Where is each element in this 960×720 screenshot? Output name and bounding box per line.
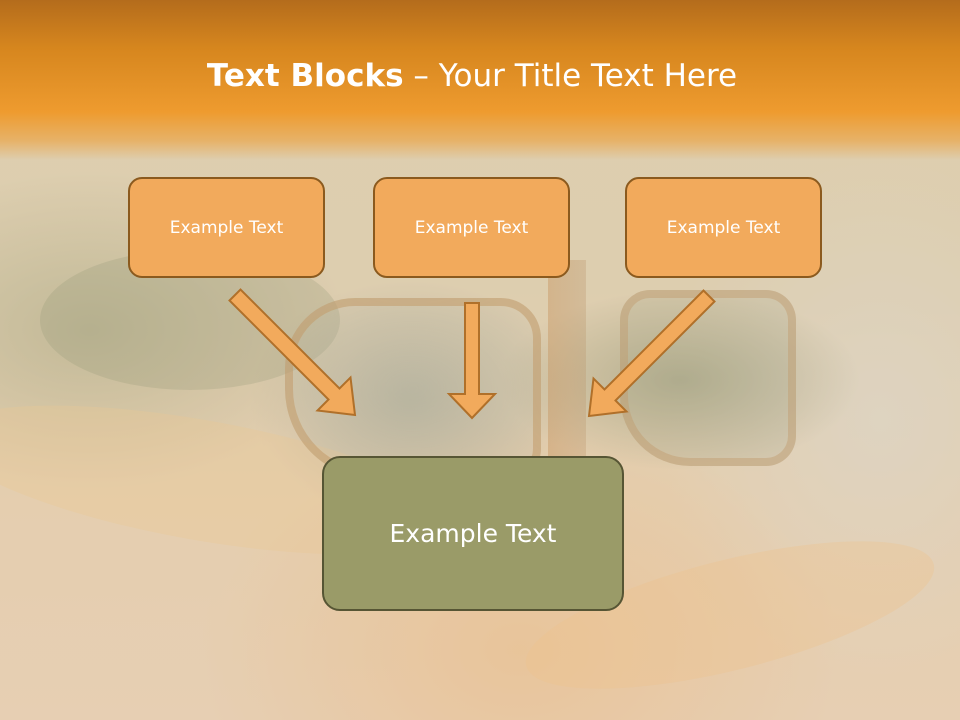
main-text-block: Example Text	[322, 456, 624, 611]
text-block-3-label: Example Text	[666, 217, 781, 238]
main-text-block-label: Example Text	[389, 519, 557, 548]
text-block-3: Example Text	[625, 177, 822, 278]
title-bold: Text Blocks	[206, 58, 404, 94]
arrow-left	[228, 288, 357, 417]
slide-title: Text Blocks – Your Title Text Here	[0, 54, 944, 98]
text-block-1: Example Text	[128, 177, 325, 278]
arrow-right	[587, 289, 716, 418]
arrow-center	[446, 302, 498, 420]
header-band	[0, 0, 960, 160]
title-rest: – Your Title Text Here	[403, 58, 738, 94]
text-block-1-label: Example Text	[169, 217, 284, 238]
text-block-2: Example Text	[373, 177, 570, 278]
text-block-2-label: Example Text	[414, 217, 529, 238]
